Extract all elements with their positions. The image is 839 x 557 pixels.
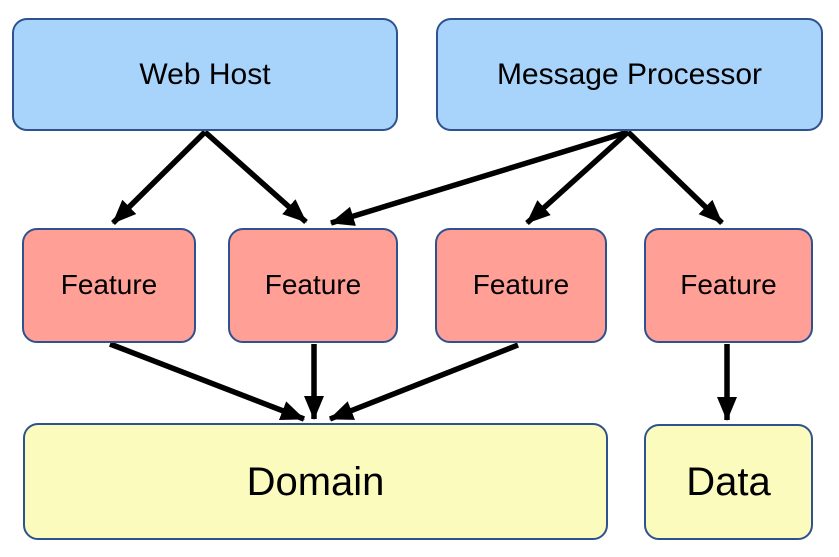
- node-feature-2-label: Feature: [264, 269, 362, 301]
- arrow-feature-3-to-domain: [328, 342, 520, 422]
- arrow-web-host-to-feature-2: [203, 129, 308, 225]
- node-data-label: Data: [686, 460, 771, 504]
- node-feature-3-label: Feature: [472, 269, 570, 301]
- node-message-processor: Message Processor: [436, 18, 823, 131]
- node-feature-2: Feature: [228, 228, 398, 343]
- node-feature-3: Feature: [435, 228, 607, 343]
- arrow-message-processor-to-feature-2: [330, 129, 629, 226]
- node-feature-1-label: Feature: [60, 269, 158, 301]
- node-domain: Domain: [23, 423, 608, 540]
- node-feature-4-label: Feature: [680, 269, 777, 301]
- node-feature-1: Feature: [22, 228, 196, 343]
- node-feature-4: Feature: [644, 228, 813, 343]
- node-data: Data: [644, 424, 813, 540]
- arrow-message-processor-to-feature-3: [525, 129, 630, 226]
- node-domain-label: Domain: [246, 459, 385, 504]
- arrow-message-processor-to-feature-4: [626, 130, 724, 225]
- arrow-web-host-to-feature-1: [111, 130, 207, 225]
- node-message-processor-label: Message Processor: [496, 58, 763, 91]
- node-web-host: Web Host: [12, 18, 398, 131]
- arrow-feature-1-to-domain: [109, 341, 305, 422]
- node-web-host-label: Web Host: [139, 58, 271, 91]
